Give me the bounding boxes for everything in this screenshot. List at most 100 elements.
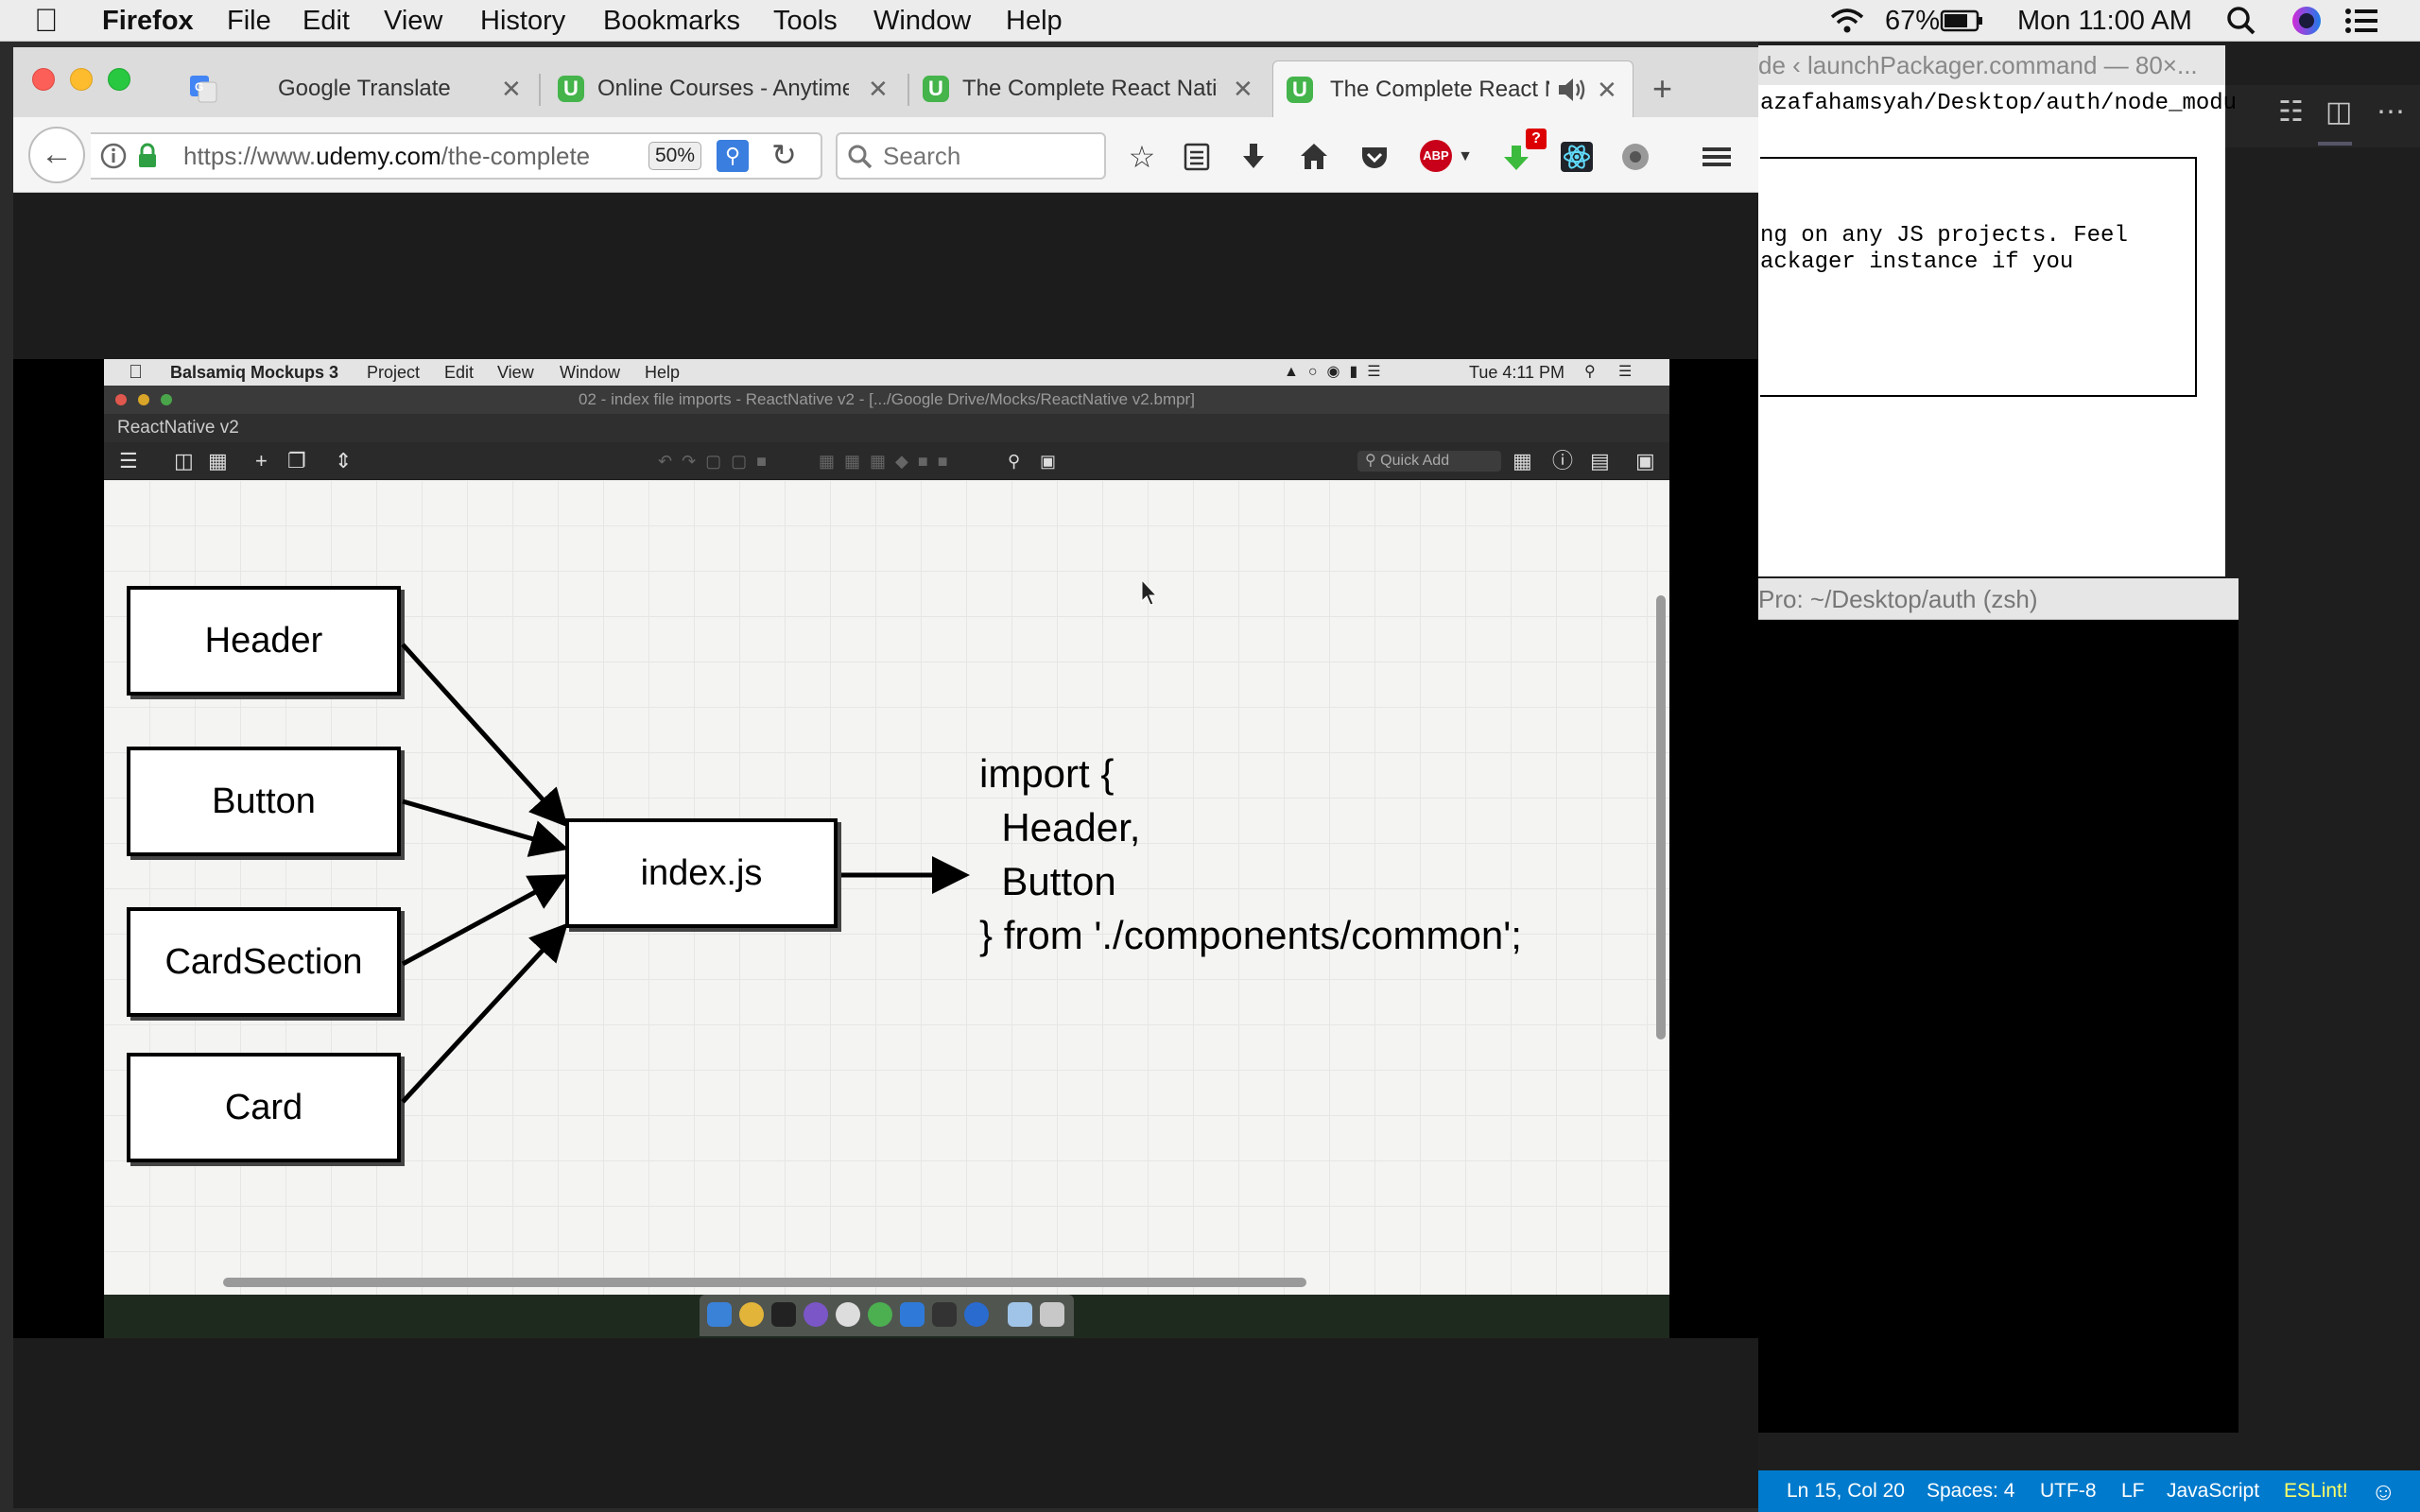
video-panel-icon: ◫ xyxy=(174,449,194,472)
menu-history[interactable]: History xyxy=(480,6,566,36)
dock-chrome-icon xyxy=(739,1302,764,1327)
code-line: import { xyxy=(979,751,1115,796)
packager-window-title[interactable]: de ‹ launchPackager.command — 80×... xyxy=(1758,45,2225,85)
video-align-tools-icons: ▦▦▦◆■■ xyxy=(819,452,958,471)
extension-gear-icon[interactable] xyxy=(1616,138,1654,176)
battery-icon[interactable] xyxy=(1940,0,1985,42)
dock-app-icon xyxy=(868,1302,892,1327)
language-mode[interactable]: JavaScript xyxy=(2167,1480,2260,1502)
search-icon xyxy=(847,140,873,180)
back-button[interactable]: ← xyxy=(28,127,85,183)
line-ending[interactable]: LF xyxy=(2121,1480,2145,1502)
close-window-button[interactable] xyxy=(32,68,55,91)
url-path: /the-complete xyxy=(441,142,591,170)
packager-text-line-2: ackager instance if you xyxy=(1760,249,2074,275)
udemy-icon: U xyxy=(1287,77,1313,103)
tab-google-translate[interactable]: G Google Translate ✕ xyxy=(185,60,527,117)
zoom-level-badge[interactable]: 50% xyxy=(648,142,701,170)
tab-react-native-course-active[interactable]: U The Complete React N ✕ xyxy=(1272,60,1634,117)
chevron-down-icon[interactable]: ▼ xyxy=(1458,148,1473,164)
url-domain: udemy.com xyxy=(316,142,441,170)
apple-icon[interactable]:  xyxy=(34,0,59,42)
zsh-window-title[interactable]: Pro: ~/Desktop/auth (zsh) xyxy=(1758,578,2238,620)
tab-online-courses[interactable]: U Online Courses - Anytime, ✕ xyxy=(556,60,898,117)
feedback-smiley-icon[interactable]: ☺ xyxy=(2371,1477,2396,1505)
minimap[interactable] xyxy=(2318,142,2352,146)
component-box-button: Button xyxy=(127,747,401,856)
zoom-magnifier-icon[interactable]: ⚲ xyxy=(717,140,749,172)
tab-label: The Complete React Nativ xyxy=(962,76,1218,101)
dock-trash-icon xyxy=(1040,1302,1064,1327)
dock-app-icon xyxy=(932,1302,957,1327)
menu-bookmarks[interactable]: Bookmarks xyxy=(603,6,741,36)
video-sort-icon: ⇕ xyxy=(335,449,353,472)
video-fit-icon: ▣ xyxy=(1040,452,1057,471)
bookmarks-list-icon[interactable] xyxy=(1178,138,1216,176)
download-icon[interactable] xyxy=(1235,138,1272,176)
eslint-status[interactable]: ESLint! xyxy=(2284,1480,2348,1502)
react-devtools-icon[interactable] xyxy=(1558,138,1596,176)
minimize-window-button[interactable] xyxy=(70,68,93,91)
downloader-extension-icon[interactable] xyxy=(1497,138,1535,176)
more-actions-icon[interactable]: ⋯ xyxy=(2377,96,2405,128)
home-icon[interactable] xyxy=(1295,138,1333,176)
pocket-icon[interactable] xyxy=(1356,138,1393,176)
canvas-horizontal-scrollbar xyxy=(223,1278,1306,1287)
menu-edit[interactable]: Edit xyxy=(302,6,350,36)
menu-tools[interactable]: Tools xyxy=(773,6,838,36)
bookmark-star-icon[interactable]: ☆ xyxy=(1128,140,1156,174)
search-input[interactable] xyxy=(883,134,1091,178)
hub-box-index-js: index.js xyxy=(565,818,838,928)
wifi-icon[interactable] xyxy=(1828,0,1866,42)
close-tab-icon[interactable]: ✕ xyxy=(1597,76,1617,104)
zsh-terminal-window[interactable] xyxy=(1758,578,2238,1433)
video-app-name: Balsamiq Mockups 3 xyxy=(170,363,339,382)
video-zoom-icon: ⚲ xyxy=(1008,452,1021,471)
close-tab-icon[interactable]: ✕ xyxy=(1233,75,1253,103)
udemy-icon: U xyxy=(923,76,949,102)
siri-icon[interactable] xyxy=(2290,0,2324,42)
code-line: } from './components/common'; xyxy=(979,913,1522,957)
url-prefix: https://www. xyxy=(183,142,317,170)
packager-message-box xyxy=(1760,157,2197,397)
dock-finder-icon xyxy=(707,1302,732,1327)
close-tab-icon[interactable]: ✕ xyxy=(501,75,522,103)
cursor-position[interactable]: Ln 15, Col 20 xyxy=(1787,1480,1905,1502)
adblock-plus-icon[interactable]: ABP xyxy=(1420,140,1452,172)
secure-lock-icon[interactable] xyxy=(136,142,159,176)
video-zoom-dot xyxy=(161,394,172,405)
speaker-icon[interactable] xyxy=(1557,77,1587,108)
video-menu-edit: Edit xyxy=(444,363,475,382)
balsamiq-titlebar xyxy=(104,386,1669,414)
dock-app-icon xyxy=(804,1302,828,1327)
menu-view[interactable]: View xyxy=(384,6,443,36)
video-status-icons: ▲○◉▮☰ xyxy=(1284,364,1391,380)
file-encoding[interactable]: UTF-8 xyxy=(2040,1480,2097,1502)
video-spotlight-icon: ⚲ xyxy=(1584,364,1596,380)
split-editor-icon[interactable]: ◫ xyxy=(2325,96,2353,128)
notification-center-icon[interactable] xyxy=(2342,0,2380,42)
reload-icon[interactable]: ↻ xyxy=(771,138,797,172)
open-preview-icon[interactable]: ☷ xyxy=(2278,96,2304,128)
new-tab-button[interactable]: + xyxy=(1652,69,1673,108)
spotlight-search-icon[interactable] xyxy=(2225,0,2257,42)
video-notes-icon: ▤ xyxy=(1590,449,1610,472)
indent-spaces[interactable]: Spaces: 4 xyxy=(1927,1480,2015,1502)
zoom-window-button[interactable] xyxy=(108,68,130,91)
google-translate-icon: G xyxy=(189,74,217,109)
video-add-icon: + xyxy=(255,449,268,472)
video-notification-icon: ☰ xyxy=(1618,364,1633,380)
hamburger-menu-icon[interactable] xyxy=(1698,138,1736,176)
menu-file[interactable]: File xyxy=(227,6,271,36)
url-text[interactable]: https://www.udemy.com/the-complete xyxy=(183,132,596,180)
close-tab-icon[interactable]: ✕ xyxy=(868,75,889,103)
menu-help[interactable]: Help xyxy=(1006,6,1063,36)
video-clock: Tue 4:11 PM xyxy=(1469,363,1565,382)
menubar-app-name[interactable]: Firefox xyxy=(102,6,194,36)
menubar-clock[interactable]: Mon 11:00 AM xyxy=(2017,6,2192,36)
video-apple-icon:  xyxy=(129,359,143,386)
site-info-icon[interactable] xyxy=(100,142,127,176)
tab-react-native-course[interactable]: U The Complete React Nativ ✕ xyxy=(921,60,1263,117)
menu-window[interactable]: Window xyxy=(873,6,972,36)
editor-status-bar xyxy=(1758,1470,2420,1512)
